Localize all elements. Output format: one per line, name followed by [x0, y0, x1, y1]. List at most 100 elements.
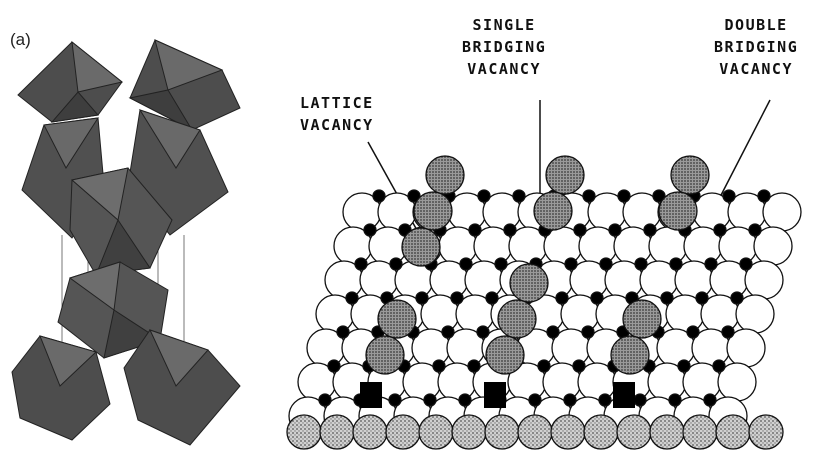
bridging-oxygen-icon — [402, 228, 440, 266]
titanium-atom-icon — [591, 292, 603, 304]
bridging-oxygen-icon — [378, 300, 416, 338]
bridging-oxygen-icon — [414, 192, 452, 230]
subsurface-atom-icon — [650, 415, 684, 449]
subsurface-atom-icon — [551, 415, 585, 449]
bridging-oxygen-icon — [510, 264, 548, 302]
titanium-atom-icon — [337, 326, 349, 338]
bridging-oxygen-icon — [659, 192, 697, 230]
titanium-atom-icon — [373, 190, 385, 202]
titanium-atom-icon — [687, 326, 699, 338]
titanium-atom-icon — [424, 394, 436, 406]
titanium-atom-icon — [355, 258, 367, 270]
titanium-atom-icon — [670, 258, 682, 270]
titanium-atom-icon — [704, 394, 716, 406]
titanium-atom-icon — [713, 360, 725, 372]
bridging-oxygen-icon — [671, 156, 709, 194]
double-bridging-vacancy-label: DOUBLE BRIDGING VACANCY — [714, 14, 798, 80]
titanium-atom-icon — [513, 190, 525, 202]
titanium-atom-icon — [538, 360, 550, 372]
titanium-atom-icon — [416, 292, 428, 304]
single-bridging-vacancy-label: SINGLE BRIDGING VACANCY — [462, 14, 546, 80]
subsurface-atom-icon — [485, 415, 519, 449]
subsurface-atom-icon — [287, 415, 321, 449]
titanium-atom-icon — [364, 224, 376, 236]
titanium-atom-icon — [749, 224, 761, 236]
titanium-atom-icon — [486, 292, 498, 304]
bridging-oxygen-icon — [623, 300, 661, 338]
vacancy-site — [360, 382, 382, 408]
titanium-atom-icon — [556, 292, 568, 304]
subsurface-atom-icon — [353, 415, 387, 449]
vacancy-site — [613, 382, 635, 408]
subsurface-atom-icon — [386, 415, 420, 449]
titanium-atom-icon — [758, 190, 770, 202]
titanium-atom-icon — [478, 190, 490, 202]
surface-atoms — [287, 156, 801, 449]
titanium-atom-icon — [529, 394, 541, 406]
bridging-oxygen-icon — [366, 336, 404, 374]
subsurface-atom-icon — [320, 415, 354, 449]
titanium-atom-icon — [723, 190, 735, 202]
subsurface-atom-icon — [584, 415, 618, 449]
titanium-atom-icon — [390, 258, 402, 270]
octahedron-icon — [12, 336, 110, 440]
titanium-atom-icon — [678, 360, 690, 372]
titanium-atom-icon — [740, 258, 752, 270]
titanium-atom-icon — [634, 394, 646, 406]
titanium-atom-icon — [661, 292, 673, 304]
titanium-atom-icon — [722, 326, 734, 338]
titanium-atom-icon — [731, 292, 743, 304]
subsurface-atom-icon — [749, 415, 783, 449]
titanium-atom-icon — [573, 360, 585, 372]
titanium-atom-icon — [451, 292, 463, 304]
bridging-oxygen-icon — [486, 336, 524, 374]
titanium-atom-icon — [574, 224, 586, 236]
titanium-atom-icon — [389, 394, 401, 406]
titanium-atom-icon — [583, 190, 595, 202]
octahedron-icon — [18, 42, 122, 122]
octahedron-icon — [124, 330, 240, 445]
titanium-atom-icon — [644, 224, 656, 236]
lattice-vacancy-label: LATTICE VACANCY — [300, 92, 374, 136]
titanium-atom-icon — [469, 224, 481, 236]
titanium-atom-icon — [618, 190, 630, 202]
subsurface-atom-icon — [683, 415, 717, 449]
titanium-atom-icon — [635, 258, 647, 270]
titanium-atom-icon — [495, 258, 507, 270]
titanium-atom-icon — [565, 258, 577, 270]
titanium-atom-icon — [477, 326, 489, 338]
bridging-oxygen-icon — [546, 156, 584, 194]
titanium-atom-icon — [328, 360, 340, 372]
titanium-atom-icon — [468, 360, 480, 372]
titanium-atom-icon — [442, 326, 454, 338]
bridging-oxygen-icon — [611, 336, 649, 374]
bridging-oxygen-icon — [426, 156, 464, 194]
titanium-atom-icon — [346, 292, 358, 304]
titanium-atom-icon — [669, 394, 681, 406]
titanium-atom-icon — [582, 326, 594, 338]
titanium-atom-icon — [504, 224, 516, 236]
titanium-atom-icon — [433, 360, 445, 372]
subsurface-atom-icon — [716, 415, 750, 449]
titanium-atom-icon — [459, 394, 471, 406]
titanium-atom-icon — [696, 292, 708, 304]
subsurface-atom-icon — [617, 415, 651, 449]
octahedra-chain — [12, 40, 240, 445]
titanium-atom-icon — [714, 224, 726, 236]
titanium-atom-icon — [600, 258, 612, 270]
subsurface-atom-icon — [518, 415, 552, 449]
subsurface-atom-icon — [419, 415, 453, 449]
titanium-atom-icon — [599, 394, 611, 406]
bridging-oxygen-icon — [534, 192, 572, 230]
titanium-atom-icon — [564, 394, 576, 406]
vacancy-site — [484, 382, 506, 408]
titanium-atom-icon — [705, 258, 717, 270]
subsurface-atom-icon — [452, 415, 486, 449]
titanium-atom-icon — [609, 224, 621, 236]
titanium-atom-icon — [460, 258, 472, 270]
titanium-atom-icon — [547, 326, 559, 338]
titanium-atom-icon — [319, 394, 331, 406]
bridging-oxygen-icon — [498, 300, 536, 338]
